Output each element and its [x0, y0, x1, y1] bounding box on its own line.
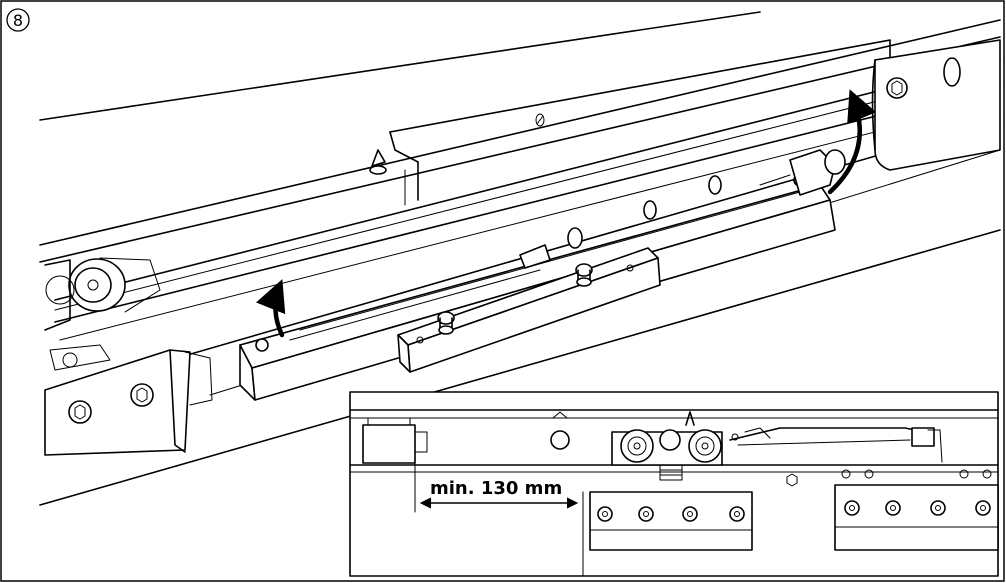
screw-icon — [369, 149, 387, 175]
door-leaf-plate — [834, 469, 999, 551]
curved-arrow-up-icon — [256, 279, 286, 338]
carriage-detail — [611, 411, 723, 481]
rail-assembly — [39, 11, 1001, 506]
mounting-plate-detail — [589, 491, 753, 551]
step-number: 8 — [13, 11, 23, 30]
bolt-icon — [575, 263, 593, 287]
mounting-plate-left — [44, 344, 213, 456]
dimension-label: min. 130 mm — [430, 478, 562, 499]
clamp-block — [397, 247, 661, 373]
circled-number-icon — [6, 8, 30, 32]
locking-rack — [239, 149, 846, 401]
end-cap — [871, 39, 1001, 171]
spring-clip — [759, 149, 846, 196]
rail-cover — [369, 39, 891, 206]
step-number-badge: 8 — [6, 8, 30, 32]
curved-arrow-up-icon — [827, 89, 877, 195]
detail-inset: min. 130 mm — [349, 391, 999, 577]
bolt-icon — [437, 311, 455, 335]
roller-wheel — [44, 257, 161, 331]
